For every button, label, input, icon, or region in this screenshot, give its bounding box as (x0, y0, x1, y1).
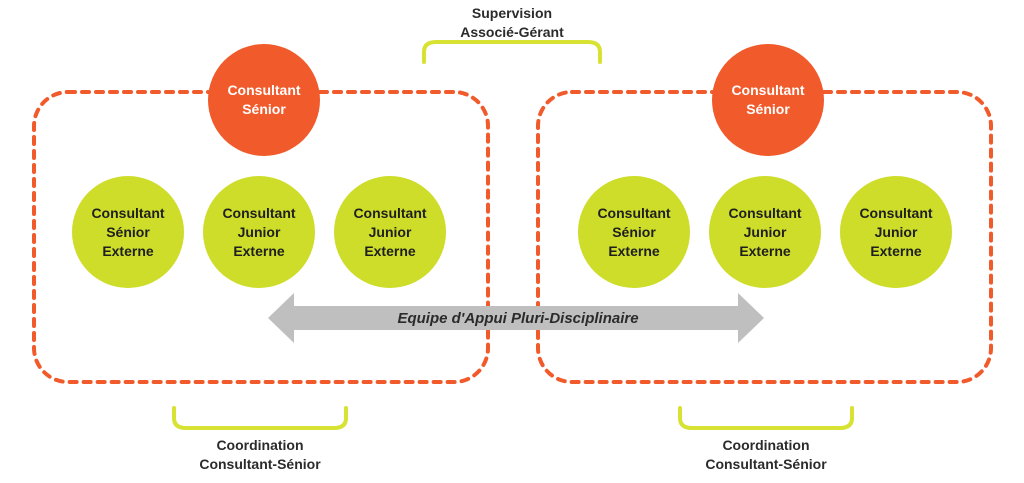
member-line3: Externe (233, 242, 285, 259)
member-circle: Consultant Sénior Externe (72, 176, 184, 288)
lead-line2: Sénior (242, 101, 286, 117)
coordination-bracket-left (172, 406, 348, 430)
double-arrow (268, 293, 764, 343)
lead-line1: Consultant (731, 82, 805, 98)
member-line2: Junior (368, 223, 412, 240)
member-line1: Consultant (91, 204, 165, 221)
member-line1: Consultant (597, 204, 671, 221)
coordination-bracket-right (678, 406, 854, 430)
member-line3: Externe (870, 242, 922, 259)
member-line2: Junior (874, 223, 918, 240)
group-box-right (536, 90, 993, 384)
coordination-line1: Coordination (216, 437, 304, 453)
coordination-line2: Consultant-Sénior (199, 456, 321, 472)
lead-circle-left: Consultant Sénior (208, 44, 320, 156)
member-circle: Consultant Junior Externe (203, 176, 315, 288)
coordination-line1: Coordination (722, 437, 810, 453)
arrow-label: Equipe d'Appui Pluri-Disciplinaire (397, 309, 639, 327)
member-circle: Consultant Junior Externe (840, 176, 952, 288)
group-box-left (32, 90, 490, 384)
lead-circle-right: Consultant Sénior (712, 44, 824, 156)
member-circle: Consultant Junior Externe (709, 176, 821, 288)
member-line1: Consultant (353, 204, 427, 221)
member-line3: Externe (608, 242, 660, 259)
member-line1: Consultant (222, 204, 296, 221)
coordination-label-right: Coordination Consultant-Sénior (656, 436, 876, 474)
member-circle: Consultant Junior Externe (334, 176, 446, 288)
member-line2: Junior (237, 223, 281, 240)
member-line2: Sénior (612, 223, 656, 240)
lead-line1: Consultant (227, 82, 301, 98)
coordination-label-left: Coordination Consultant-Sénior (150, 436, 370, 474)
supervision-label-line1: Supervision (471, 5, 553, 21)
member-line3: Externe (739, 242, 791, 259)
lead-line2: Sénior (746, 101, 790, 117)
member-circle: Consultant Sénior Externe (578, 176, 690, 288)
coordination-line2: Consultant-Sénior (705, 456, 827, 472)
supervision-label: Supervision Associé-Gérant (402, 4, 622, 42)
supervision-label-line2: Associé-Gérant (460, 24, 564, 40)
member-line1: Consultant (728, 204, 802, 221)
member-line3: Externe (102, 242, 154, 259)
member-line2: Junior (743, 223, 787, 240)
member-line1: Consultant (859, 204, 933, 221)
supervision-bracket (422, 40, 602, 64)
member-line2: Sénior (106, 223, 150, 240)
member-line3: Externe (364, 242, 416, 259)
